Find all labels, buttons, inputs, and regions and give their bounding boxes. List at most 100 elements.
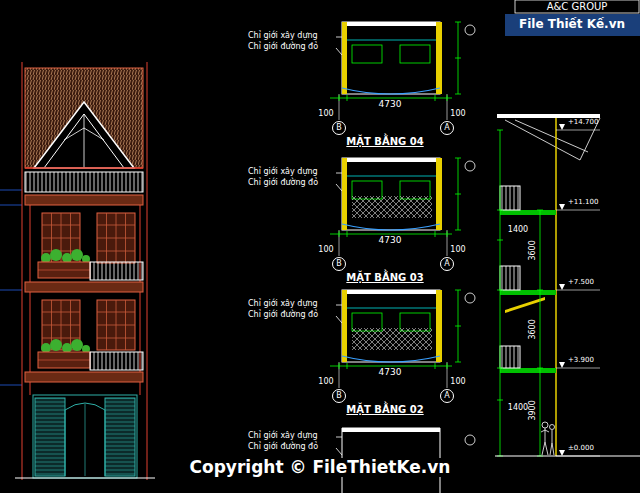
dimension-text: 100 <box>450 378 465 387</box>
drawing-rect <box>25 195 143 205</box>
plan-title: MẶT BẰNG 04 <box>346 136 423 147</box>
drawing-use <box>97 300 135 350</box>
site-logo: File Thiết Kế.vn <box>519 18 625 31</box>
level-mark: +11.100 <box>568 199 598 207</box>
drawing-path <box>64 114 104 168</box>
boundary-note: Chỉ giới xây dựng <box>248 300 318 309</box>
drawing-g <box>41 249 90 263</box>
drawing-rect <box>90 352 143 370</box>
drawing-rect <box>352 328 432 350</box>
boundary-note: Chỉ giới đường đỏ <box>248 179 318 188</box>
grid-letter: B <box>336 392 342 400</box>
level-mark: +3.900 <box>568 357 594 365</box>
drawing-circle <box>50 339 62 351</box>
drawing-path <box>495 455 640 456</box>
grid-bubble: A <box>440 389 454 403</box>
drawing-rect <box>342 428 440 432</box>
drawing-rect <box>38 262 90 278</box>
drawing-rect <box>35 398 65 476</box>
drawing-circle <box>550 425 555 430</box>
dimension-text: 4730 <box>379 368 402 378</box>
drawing-circle <box>542 422 548 428</box>
drawing-circle <box>50 249 62 261</box>
drawing-path <box>555 118 557 456</box>
dimension-text: 3900 <box>529 400 538 420</box>
drawing-circle <box>465 435 475 445</box>
drawing-rect <box>500 186 520 210</box>
grid-bubble: A <box>440 257 454 271</box>
drawing-path <box>550 430 554 455</box>
boundary-note: Chỉ giới đường đỏ <box>248 443 318 452</box>
dimension-text: 4730 <box>379 236 402 246</box>
grid-letter: B <box>336 124 342 132</box>
grid-bubble: B <box>332 257 346 271</box>
drawing-rect <box>25 68 143 168</box>
drawing-path <box>505 297 545 313</box>
drawing-use <box>97 213 135 263</box>
drawing-rect <box>25 172 143 192</box>
boundary-note: Chỉ giới xây dựng <box>248 432 318 441</box>
grid-letter: A <box>444 124 449 132</box>
drawing-rect <box>515 0 639 13</box>
drawing-rect <box>25 372 143 382</box>
drawing-polygon <box>34 102 134 168</box>
drawing-rect <box>505 14 640 36</box>
drawing-path <box>497 130 503 456</box>
dimension-text: 100 <box>318 246 333 255</box>
drawing-rect <box>33 395 137 478</box>
drawing-rect <box>25 282 143 292</box>
drawing-polyline <box>44 114 124 168</box>
drawing-rect <box>90 262 143 280</box>
dimension-text: 100 <box>450 246 465 255</box>
drawing-path <box>22 62 147 480</box>
dimension-text: 100 <box>450 110 465 119</box>
boundary-note: Chỉ giới xây dựng <box>248 168 318 177</box>
drawing-rect <box>500 210 556 215</box>
drawing-path <box>497 114 600 118</box>
dimension-text: 1400 <box>508 226 528 235</box>
drawing-g <box>41 339 90 353</box>
drawing-path <box>38 360 90 361</box>
drawing-rect <box>105 398 135 476</box>
boundary-note: Chỉ giới đường đỏ <box>248 43 318 52</box>
drawing-g <box>541 422 555 455</box>
drawing-path <box>556 130 600 456</box>
drawing-circle <box>71 249 83 261</box>
drawing-path <box>336 437 342 455</box>
drawing-rect <box>500 290 556 295</box>
drawing-path <box>537 210 543 456</box>
drawing-path <box>559 124 565 456</box>
dimension-text: 3600 <box>529 319 538 339</box>
grid-bubble: A <box>440 121 454 135</box>
dimension-text: 3600 <box>529 240 538 260</box>
boundary-note: Chỉ giới xây dựng <box>248 32 318 41</box>
drawing-rect <box>500 346 520 368</box>
drawing-path <box>85 404 86 476</box>
dimension-text: 4730 <box>379 100 402 110</box>
dimension-text: 100 <box>318 378 333 387</box>
copyright-watermark: Copyright © FileThietKe.vn <box>186 458 455 477</box>
drawing-path <box>25 167 143 169</box>
drawing-path <box>15 477 155 478</box>
drawing-path <box>0 190 22 385</box>
dimension-text: 100 <box>318 110 333 119</box>
level-mark: +7.500 <box>568 279 594 287</box>
drawing-use <box>330 290 475 388</box>
level-mark: +14.700 <box>568 119 598 127</box>
drawing-use <box>330 22 475 120</box>
grid-bubble: B <box>332 121 346 135</box>
dimension-text: 1400 <box>508 404 528 413</box>
company-name: A&C GROUP <box>547 1 608 12</box>
grid-letter: A <box>444 392 449 400</box>
plan-title: MẶT BẰNG 03 <box>346 272 423 283</box>
drawing-rect <box>500 368 556 373</box>
grid-bubble: B <box>332 389 346 403</box>
grid-letter: A <box>444 260 449 268</box>
drawing-path <box>505 118 600 160</box>
grid-letter: B <box>336 260 342 268</box>
drawing-use <box>330 158 475 256</box>
boundary-note: Chỉ giới đường đỏ <box>248 311 318 320</box>
plan-title: MẶT BẰNG 02 <box>346 404 423 415</box>
drawing-rect <box>500 266 520 290</box>
